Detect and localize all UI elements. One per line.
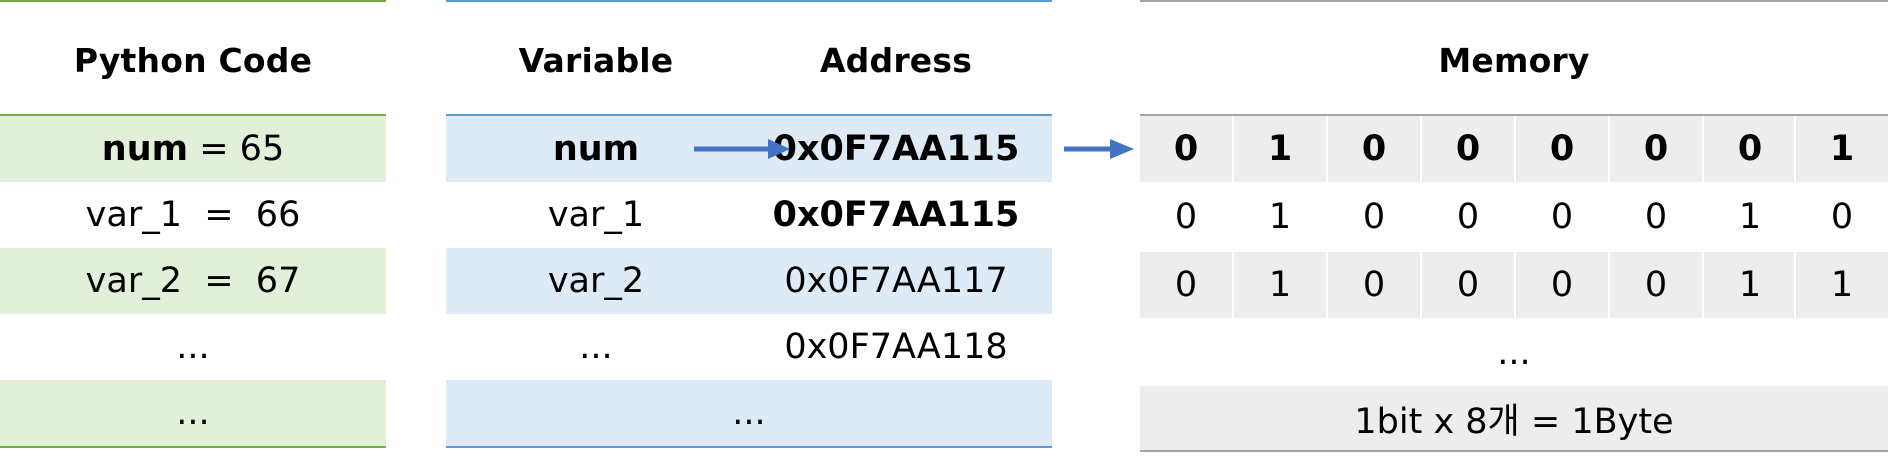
bit-cell: 0 [1455, 129, 1481, 169]
bit-cell: 0 [1830, 197, 1854, 237]
arrow-address-to-memory-icon [1064, 139, 1134, 159]
memory-bottom-rule [1140, 450, 1888, 452]
memory-header-rule [1140, 114, 1888, 116]
address-row-merged: ... [446, 380, 1052, 446]
code-row-text: var_1 = 66 [85, 195, 301, 235]
code-value: 65 [239, 129, 285, 169]
address-bottom-rule [446, 446, 1052, 448]
variable-cell: var_2 [547, 261, 645, 301]
python-code-panel: Python Code num = 65 var_1 = 66 var_2 = … [0, 0, 386, 463]
bit-cell: 1 [1267, 129, 1293, 169]
variable-cell: ... [579, 327, 613, 367]
address-row-var1: var_1 0x0F7AA115 [446, 182, 1052, 248]
bit-cell: 0 [1174, 265, 1198, 305]
bit-cell: 1 [1268, 197, 1292, 237]
code-top-rule [0, 0, 386, 2]
code-row-ellipsis: ... [0, 380, 386, 446]
bit-cell: 0 [1550, 197, 1574, 237]
variable-cell: num [552, 129, 640, 169]
code-var-name: num [101, 129, 189, 169]
bit-cell: 0 [1737, 129, 1763, 169]
code-row-num: num = 65 [0, 116, 386, 182]
bit-cell: 1 [1738, 197, 1762, 237]
address-header-rule [446, 114, 1052, 116]
merged-cell: ... [732, 393, 766, 433]
code-row-text: ... [176, 393, 210, 433]
bit-cell: 0 [1643, 129, 1669, 169]
address-cell: 0x0F7AA118 [784, 327, 1008, 367]
arrow-variable-to-address-icon [694, 139, 790, 159]
variable-cell: var_1 [547, 195, 645, 235]
code-row-var2: var_2 = 67 [0, 248, 386, 314]
address-cell: 0x0F7AA115 [772, 195, 1020, 235]
code-row-var1: var_1 = 66 [0, 182, 386, 248]
bit-cell: 0 [1644, 197, 1668, 237]
bit-cell: 1 [1829, 129, 1855, 169]
code-header-rule [0, 114, 386, 116]
bit-cell: 0 [1362, 265, 1386, 305]
memory-top-rule [1140, 0, 1888, 2]
code-row-text: ... [176, 327, 210, 367]
address-header: Address [819, 41, 973, 80]
bit-cell: 0 [1456, 265, 1480, 305]
bit-cell: 1 [1830, 265, 1854, 305]
code-row-text: num = 65 [0, 116, 386, 182]
address-top-rule [446, 0, 1052, 2]
memory-ellipsis: ... [1497, 333, 1531, 373]
bit-cell: 0 [1173, 129, 1199, 169]
bit-cell: 1 [1738, 265, 1762, 305]
memory-header: Memory [1438, 41, 1590, 80]
code-row-text: var_2 = 67 [85, 261, 301, 301]
bit-cell: 0 [1456, 197, 1480, 237]
code-row-ellipsis: ... [0, 314, 386, 380]
code-assign-op: = [188, 129, 240, 169]
bit-cell: 1 [1268, 265, 1292, 305]
bit-column-dividers [1140, 116, 1888, 320]
address-row-ellipsis: ... 0x0F7AA118 [446, 314, 1052, 380]
bit-cell: 0 [1362, 197, 1386, 237]
memory-panel: Memory 0 1 0 0 0 0 0 1 0 1 0 0 0 0 1 0 0… [1140, 0, 1888, 463]
variable-header: Variable [518, 41, 674, 80]
bit-cell: 0 [1644, 265, 1668, 305]
memory-footer: 1bit x 8개 = 1Byte [1354, 401, 1674, 442]
bit-cell: 0 [1550, 265, 1574, 305]
bit-cell: 0 [1549, 129, 1575, 169]
memory-footer-row: 1bit x 8개 = 1Byte [1140, 386, 1888, 450]
bit-cell: 0 [1361, 129, 1387, 169]
memory-row-ellipsis: ... [1140, 320, 1888, 386]
code-header: Python Code [73, 41, 313, 80]
code-bottom-rule [0, 446, 386, 448]
address-cell: 0x0F7AA117 [784, 261, 1008, 301]
address-cell: 0x0F7AA115 [772, 129, 1020, 169]
address-row-var2: var_2 0x0F7AA117 [446, 248, 1052, 314]
address-panel: Variable Address num 0x0F7AA115 var_1 0x… [446, 0, 1052, 463]
bit-cell: 0 [1174, 197, 1198, 237]
